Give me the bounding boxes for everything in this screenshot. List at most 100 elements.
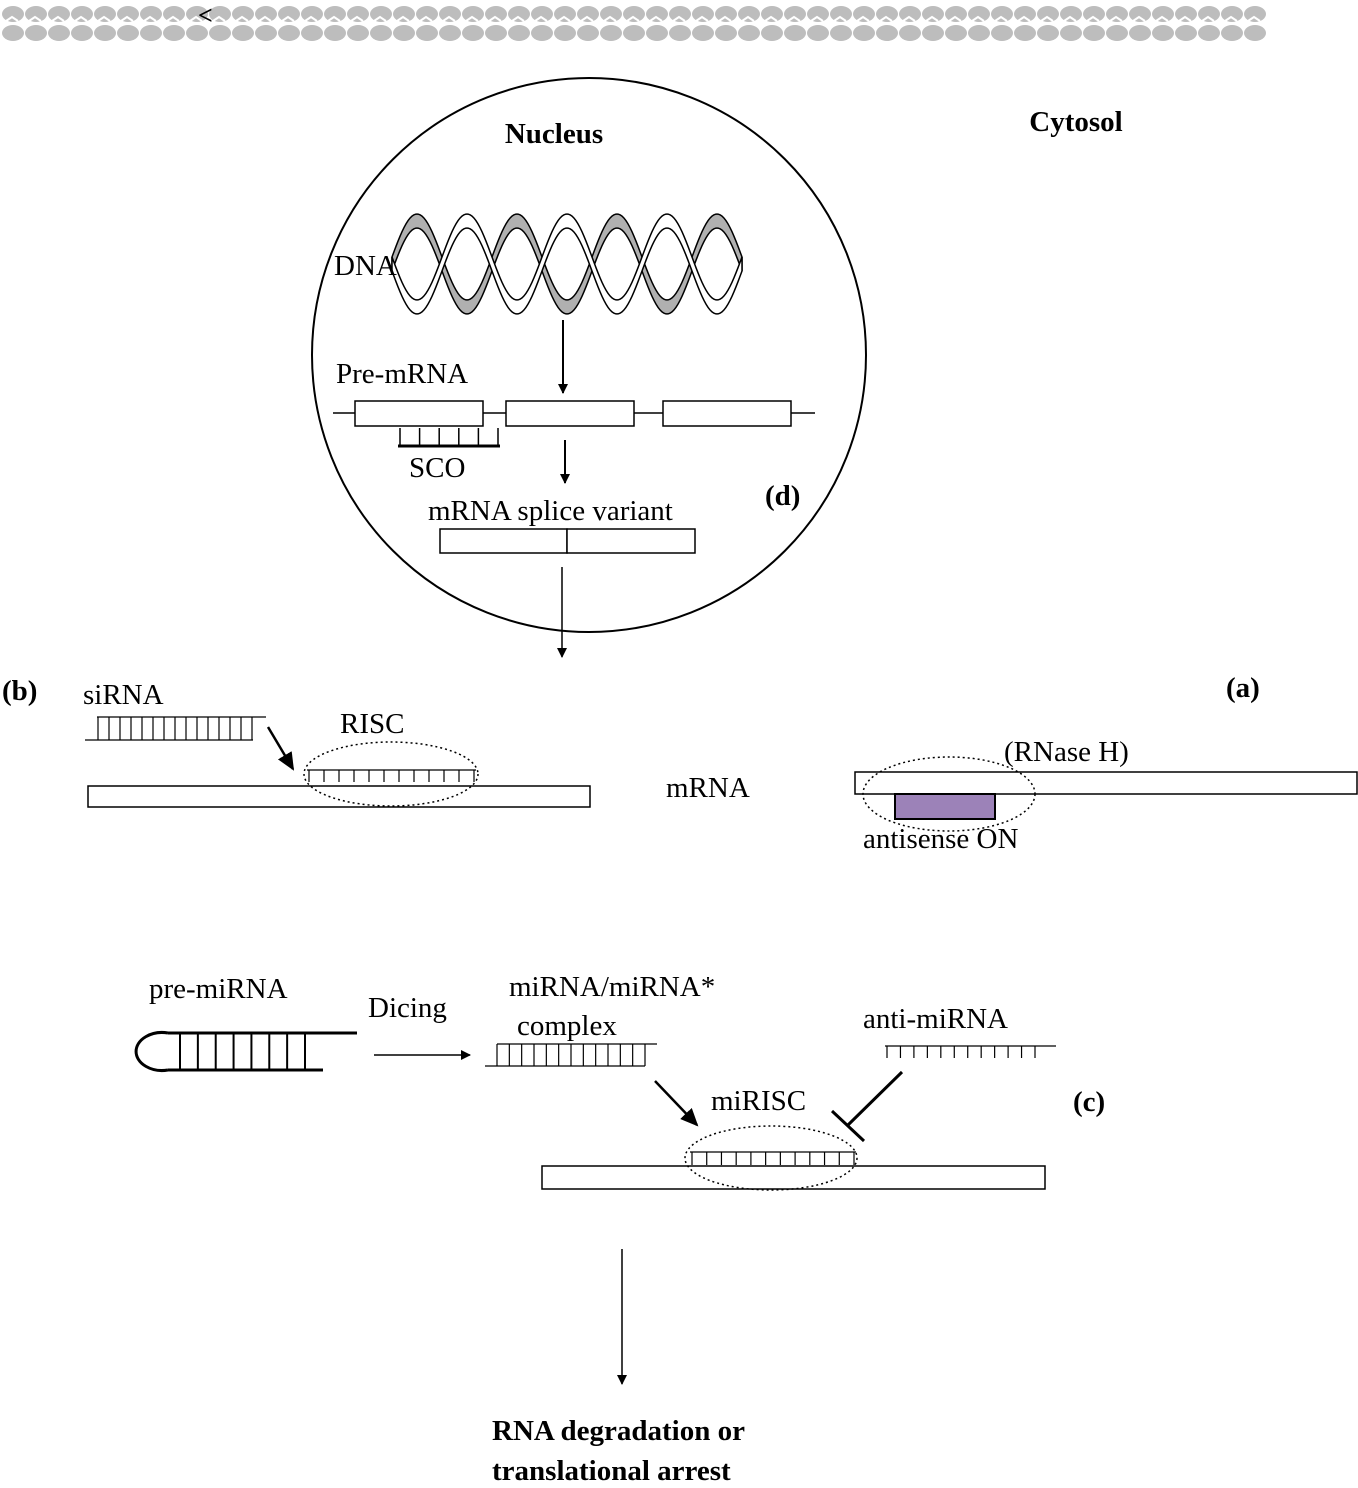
- strip-segment: [784, 25, 806, 41]
- strip-segment: [807, 6, 829, 22]
- strip-segment-notch: [948, 15, 962, 22]
- strip-segment: [577, 6, 599, 22]
- panel-c-label: (c): [1073, 1086, 1105, 1118]
- outcome-label-line1: RNA degradation or: [492, 1415, 745, 1447]
- strip-segment: [899, 6, 921, 22]
- strip-segment: [508, 25, 530, 41]
- rnase-h-outline: [862, 756, 1036, 832]
- strip-segment: [1221, 25, 1243, 41]
- strip-segment: [1175, 6, 1197, 22]
- strip-segment: [1083, 25, 1105, 41]
- strip-segment-notch: [787, 15, 801, 22]
- strip-segment: [830, 25, 852, 41]
- strip-segment: [163, 25, 185, 41]
- mirisc-base-pairs: [691, 1152, 855, 1165]
- mirisc-label: miRISC: [711, 1085, 806, 1117]
- strip-segment-notch: [718, 15, 732, 22]
- pre-mrna-exon-3: [662, 400, 792, 427]
- strip-segment-notch: [1040, 15, 1054, 22]
- antisense-target: [854, 756, 1358, 832]
- sirna-base-pairs: [97, 717, 253, 740]
- strip-segment-notch: [212, 15, 226, 22]
- strip-segment: [531, 25, 553, 41]
- strip-segment: [991, 25, 1013, 41]
- strip-segment: [347, 25, 369, 41]
- strip-segment: [853, 25, 875, 41]
- panel-a-label: (a): [1226, 672, 1260, 704]
- strip-segment: [301, 6, 323, 22]
- strip-segment: [761, 25, 783, 41]
- strip-segment-notch: [166, 15, 180, 22]
- strip-segment-notch: [258, 15, 272, 22]
- strip-segment: [462, 25, 484, 41]
- strip-segment: [600, 25, 622, 41]
- strip-segment-notch: [925, 15, 939, 22]
- strip-segment: [94, 25, 116, 41]
- strip-segment: [1014, 6, 1036, 22]
- strip-segment: [623, 25, 645, 41]
- strip-segment-notch: [235, 15, 249, 22]
- strip-segment-notch: [350, 15, 364, 22]
- strip-segment: [416, 6, 438, 22]
- strip-segment: [692, 6, 714, 22]
- risc-base-pairs: [308, 770, 475, 782]
- strip-segment: [1175, 25, 1197, 41]
- strip-segment: [968, 25, 990, 41]
- splice-variant-exon-2: [566, 528, 696, 554]
- strip-segment-notch: [5, 15, 19, 22]
- strip-segment-notch: [28, 15, 42, 22]
- strip-segment-notch: [465, 15, 479, 22]
- strip-segment: [1221, 6, 1243, 22]
- strip-segment: [807, 25, 829, 41]
- sco-label: SCO: [409, 452, 465, 484]
- pre-mrna-strand: [333, 400, 815, 427]
- strip-segment: [1198, 25, 1220, 41]
- strip-segment-notch: [189, 15, 203, 22]
- strip-segment: [48, 25, 70, 41]
- strip-segment: [439, 25, 461, 41]
- strip-segment: [2, 6, 24, 22]
- strip-segment: [554, 25, 576, 41]
- pre-mrna-label: Pre-mRNA: [336, 358, 468, 390]
- strip-segment: [761, 6, 783, 22]
- strip-segment-notch: [97, 15, 111, 22]
- strip-segment: [968, 6, 990, 22]
- strip-segment: [1152, 25, 1174, 41]
- strip-segment-notch: [442, 15, 456, 22]
- strip-segment: [71, 6, 93, 22]
- inhibition-bar: [830, 1109, 866, 1143]
- dna-helix: [391, 213, 743, 315]
- header-strip: <: [0, 0, 1266, 46]
- pre-mirna-loop: [134, 1031, 169, 1072]
- cytosol-title: Cytosol: [1029, 106, 1122, 138]
- strip-segment: [117, 25, 139, 41]
- strip-segment: [1037, 25, 1059, 41]
- strip-segment: [140, 25, 162, 41]
- strip-segment: [393, 6, 415, 22]
- strip-segment: [1083, 6, 1105, 22]
- pre-mirna-base-pairs: [179, 1033, 306, 1070]
- strip-segment: [1014, 25, 1036, 41]
- strip-segment-notch: [810, 15, 824, 22]
- strip-segment-notch: [327, 15, 341, 22]
- strip-segment-notch: [143, 15, 157, 22]
- pre-mrna-exon-1: [354, 400, 484, 427]
- strip-segment: [531, 6, 553, 22]
- splice-variant-label: mRNA splice variant: [428, 495, 673, 527]
- strip-segment: [1244, 6, 1266, 22]
- splice-variant-exon-1: [439, 528, 568, 554]
- strip-segment: [715, 25, 737, 41]
- strip-segment: [393, 25, 415, 41]
- strip-segment-notch: [856, 15, 870, 22]
- strip-segment: [462, 6, 484, 22]
- mirna-base-pairs: [496, 1044, 646, 1066]
- sirna-label: siRNA: [83, 679, 164, 711]
- pre-mirna-hairpin: [134, 1031, 357, 1072]
- strip-segment-notch: [281, 15, 295, 22]
- strip-segment-notch: [626, 15, 640, 22]
- strip-segment: [209, 25, 231, 41]
- strip-segment-notch: [488, 15, 502, 22]
- strip-segment-notch: [1247, 15, 1261, 22]
- mirna-complex-label-line1: miRNA/miRNA*: [509, 971, 715, 1003]
- strip-segment: [1106, 6, 1128, 22]
